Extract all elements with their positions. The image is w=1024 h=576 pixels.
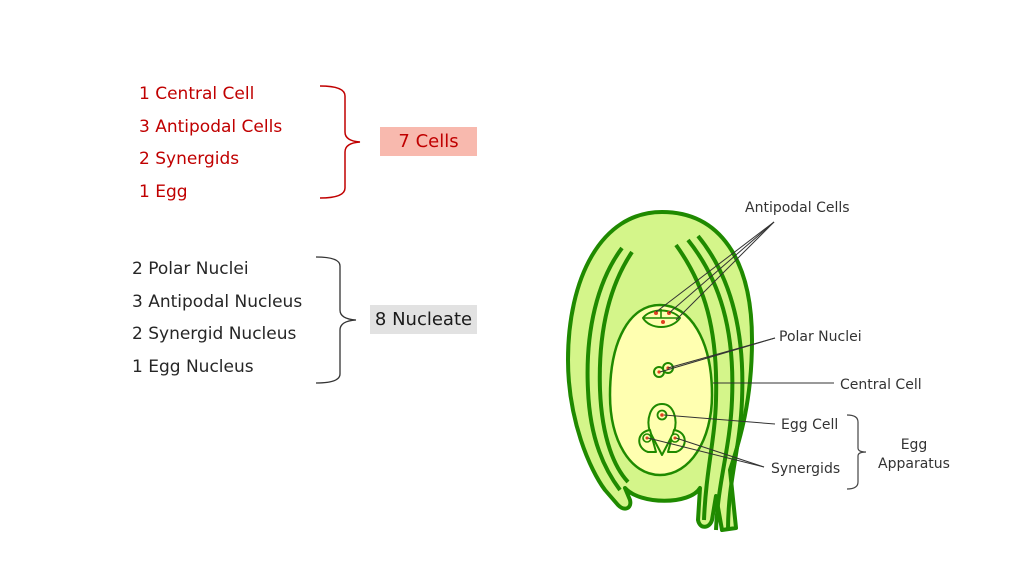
- embryo-sac: [608, 303, 714, 477]
- label-antipodal-cells: Antipodal Cells: [745, 200, 850, 216]
- label-egg-apparatus-line1: Egg: [900, 437, 928, 453]
- label-synergids: Synergids: [771, 461, 841, 477]
- cell-item-egg: 1 Egg: [139, 181, 188, 202]
- polar-dot-1: [657, 370, 661, 374]
- leader-egg: [663, 414, 776, 425]
- label-egg-apparatus-line2: Apparatus: [878, 456, 950, 472]
- label-polar-nuclei: Polar Nuclei: [779, 329, 862, 345]
- integument-right-3: [674, 243, 719, 521]
- egg-cell: [647, 403, 677, 456]
- synergid-dot-right: [673, 436, 677, 440]
- nucleus-item-egg: 1 Egg Nucleus: [132, 356, 254, 377]
- cells-list: 1 Central Cell 3 Antipodal Cells 2 Syner…: [139, 78, 282, 208]
- synergid-dot-left: [645, 436, 649, 440]
- leader-antipodal-2: [668, 221, 775, 314]
- egg-dot: [660, 413, 664, 417]
- nucleus-item-polar: 2 Polar Nuclei: [132, 259, 249, 279]
- nuclei-list: 2 Polar Nuclei 3 Antipodal Nucleus 2 Syn…: [132, 253, 302, 383]
- integument-left-1: [585, 246, 624, 492]
- cells-bracket: [319, 85, 361, 199]
- label-egg-cell: Egg Cell: [781, 417, 839, 433]
- leader-synergid-2: [675, 437, 765, 468]
- label-central-cell: Central Cell: [840, 377, 922, 393]
- cell-item-antipodal: 3 Antipodal Cells: [139, 116, 283, 137]
- leader-synergid-1: [647, 437, 765, 468]
- leader-antipodal-3: [675, 221, 775, 321]
- integument-right-2: [696, 234, 745, 531]
- antipodal-nucleus-1: [654, 311, 658, 315]
- nucleus-item-antipodal: 3 Antipodal Nucleus: [132, 291, 303, 312]
- cell-item-synergids: 2 Synergids: [139, 149, 240, 169]
- antipodal-nucleus-3: [661, 320, 665, 324]
- nuclei-summary-badge: 8 Nucleate: [370, 305, 477, 334]
- egg-apparatus-bracket: [846, 414, 867, 490]
- leader-antipodal-1: [655, 221, 775, 313]
- leader-polar-2: [667, 337, 776, 369]
- nucleus-item-synergid: 2 Synergid Nucleus: [132, 324, 297, 344]
- nuclei-bracket: [315, 256, 357, 384]
- cells-summary-badge: 7 Cells: [380, 127, 477, 156]
- cell-item-central: 1 Central Cell: [139, 84, 255, 104]
- integument-left-2: [597, 250, 634, 484]
- label-egg-apparatus: Egg Apparatus: [876, 436, 952, 474]
